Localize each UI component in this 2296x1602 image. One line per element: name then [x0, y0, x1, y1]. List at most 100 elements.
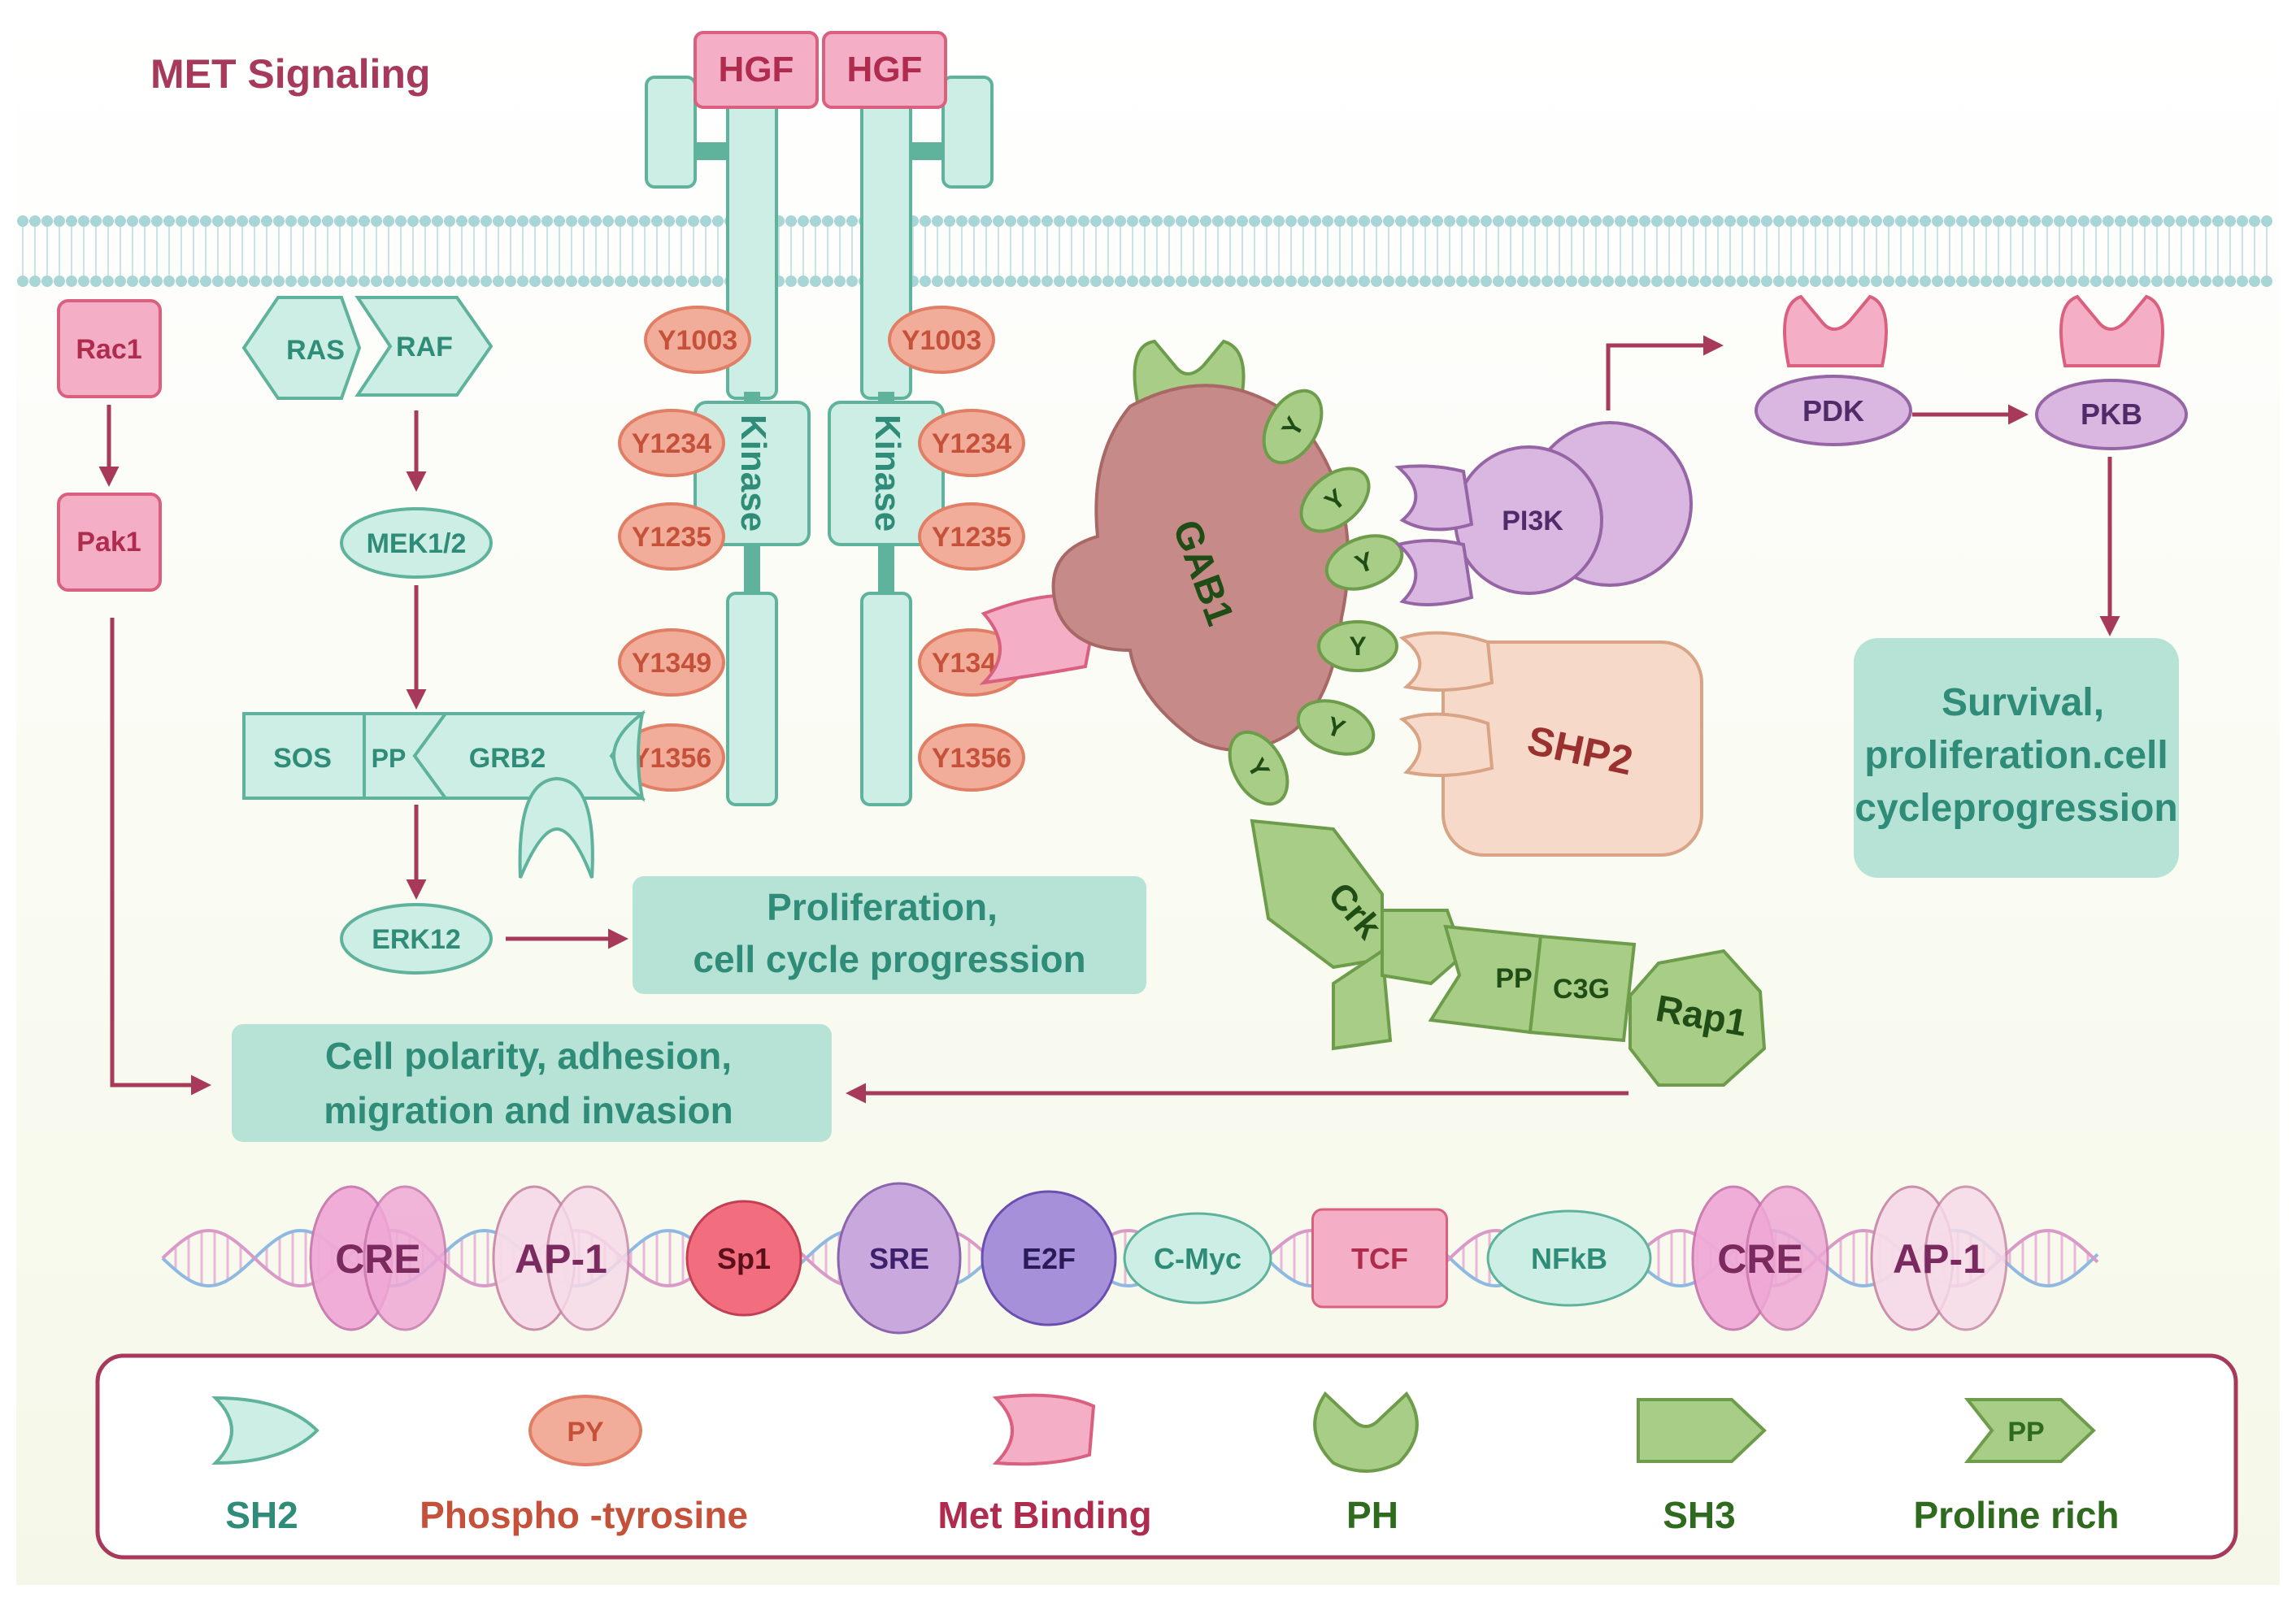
- outcome-proliferation: Proliferation, cell cycle progression: [633, 876, 1146, 994]
- py-site-right-0: Y1003: [888, 306, 995, 374]
- legend-ph-icon: [1313, 1391, 1419, 1473]
- svg-text:proliferation.cell: proliferation.cell: [1864, 734, 2168, 777]
- pak1-node: Pak1: [57, 493, 162, 592]
- tf-tcf-6: TCF: [1311, 1208, 1448, 1309]
- hgf-ligand-right: HGF: [822, 31, 947, 109]
- gab1-y-site-3: Y: [1317, 620, 1398, 672]
- svg-text:Y: Y: [1349, 632, 1366, 661]
- py-site-right-4: Y1356: [918, 723, 1025, 792]
- svg-text:Rac1: Rac1: [76, 334, 141, 365]
- sos-grb2-complex: SOS PP GRB2: [242, 710, 646, 879]
- svg-text:Survival,: Survival,: [1942, 681, 2104, 724]
- svg-text:Y1349: Y1349: [632, 648, 711, 679]
- hgf-ligand-left: HGF: [694, 31, 819, 109]
- tf-sre-3: SRE: [837, 1182, 962, 1335]
- outcome-polarity: Cell polarity, adhesion, migration and i…: [232, 1024, 832, 1142]
- tf-cre-0: CRE: [309, 1185, 447, 1331]
- legend: SH2 PY Phospho -tyrosine Met Binding PH …: [95, 1353, 2238, 1560]
- svg-text:AP-1: AP-1: [1893, 1236, 1985, 1282]
- svg-text:Proliferation,: Proliferation,: [767, 886, 998, 928]
- svg-text:PI3K: PI3K: [1502, 506, 1563, 536]
- tf-ap1-1: AP-1: [492, 1185, 630, 1331]
- svg-text:Y1003: Y1003: [902, 325, 981, 356]
- svg-text:MEK1/2: MEK1/2: [367, 528, 467, 559]
- py-site-left-3: Y1349: [618, 628, 725, 697]
- svg-text:Sp1: Sp1: [717, 1242, 771, 1275]
- svg-text:PP: PP: [372, 744, 407, 773]
- outcome-survival: Survival, proliferation.cell cycleprogre…: [1854, 638, 2179, 878]
- svg-text:RAS: RAS: [286, 335, 345, 366]
- svg-text:migration and invasion: migration and invasion: [324, 1089, 733, 1131]
- svg-text:PP: PP: [2007, 1417, 2044, 1448]
- svg-text:AP-1: AP-1: [515, 1236, 607, 1282]
- gab1-complex: GAB1: [979, 339, 1350, 752]
- svg-text:SOS: SOS: [273, 743, 332, 774]
- svg-text:Y1234: Y1234: [632, 428, 711, 459]
- transcription-factors: CRE AP-1 Sp1 SRE E2F C-Myc TCF NFkB CRE AP-1: [309, 1182, 2008, 1335]
- py-site-left-0: Y1003: [644, 306, 751, 374]
- legend-sh2-label: SH2: [225, 1494, 298, 1536]
- page-title: MET Signaling: [150, 51, 430, 97]
- svg-text:Y1235: Y1235: [932, 522, 1011, 553]
- rap1-node: Rap1: [1629, 949, 1767, 1087]
- svg-text:Cell polarity, adhesion,: Cell polarity, adhesion,: [325, 1035, 732, 1077]
- legend-py-icon: [528, 1395, 642, 1466]
- gab1-y-site-4: Y: [1296, 699, 1376, 756]
- tf-ap1-9: AP-1: [1870, 1185, 2008, 1331]
- c3g-node: PP C3G: [1428, 924, 1637, 1043]
- mek-node: MEK1/2: [340, 507, 493, 579]
- legend-sh3-icon: [1637, 1398, 1767, 1463]
- legend-ph-label: PH: [1346, 1494, 1398, 1536]
- svg-text:Y1356: Y1356: [932, 743, 1011, 774]
- pathway-arrows: [98, 335, 2120, 1104]
- gab1-y-site-2: Y: [1324, 534, 1404, 591]
- tf-nfkb-7: NFkB: [1486, 1209, 1652, 1307]
- tf-cre-8: CRE: [1691, 1185, 1829, 1331]
- tf-cmyc-5: C-Myc: [1123, 1212, 1272, 1305]
- tf-sp1-2: Sp1: [685, 1200, 802, 1317]
- py-site-left-4: Y1356: [618, 723, 725, 792]
- svg-text:Pak1: Pak1: [76, 527, 141, 558]
- svg-text:RAF: RAF: [396, 332, 453, 363]
- svg-text:NFkB: NFkB: [1531, 1242, 1607, 1275]
- svg-text:PY: PY: [567, 1417, 604, 1448]
- svg-text:C3G: C3G: [1553, 974, 1610, 1005]
- svg-text:HGF: HGF: [847, 50, 923, 89]
- legend-proline-icon: [1963, 1398, 2096, 1463]
- svg-text:CRE: CRE: [335, 1236, 421, 1282]
- svg-text:cell cycle progression: cell cycle progression: [693, 938, 1085, 980]
- crk-node: Crk: [1250, 818, 1466, 1051]
- svg-text:Y1003: Y1003: [658, 325, 737, 356]
- gab1-y-site-5: Y: [1228, 730, 1289, 806]
- svg-text:HGF: HGF: [719, 50, 794, 89]
- pi3k-node: PI3K: [1394, 421, 1693, 606]
- svg-text:TCF: TCF: [1351, 1242, 1408, 1275]
- gab1-y-site-1: Y: [1299, 467, 1371, 533]
- tf-e2f-4: E2F: [981, 1190, 1117, 1326]
- svg-text:PDK: PDK: [1802, 394, 1864, 428]
- met-receptor: [645, 76, 994, 806]
- svg-text:PP: PP: [1495, 963, 1532, 994]
- svg-text:ERK12: ERK12: [372, 924, 461, 955]
- svg-text:CRE: CRE: [1717, 1236, 1803, 1282]
- svg-text:SRE: SRE: [869, 1242, 929, 1275]
- svg-text:E2F: E2F: [1022, 1242, 1076, 1275]
- svg-text:Y1235: Y1235: [632, 522, 711, 553]
- rac1-node: Rac1: [57, 299, 162, 398]
- kinase-label-left: Kinase: [733, 415, 773, 532]
- py-site-left-2: Y1235: [618, 502, 725, 571]
- svg-text:Y1234: Y1234: [932, 428, 1011, 459]
- kinase-label-right: Kinase: [868, 415, 907, 532]
- legend-sh2-icon: [211, 1396, 320, 1465]
- legend-met-binding-label: Met Binding: [937, 1494, 1151, 1536]
- svg-text:Y1356: Y1356: [632, 743, 711, 774]
- legend-proline-label: Proline rich: [1913, 1494, 2119, 1536]
- legend-met-binding-icon: [992, 1393, 1096, 1466]
- shp2-node: SHP2: [1398, 631, 1703, 857]
- svg-text:cycleprogression: cycleprogression: [1855, 787, 2178, 830]
- pkb-node: PKB: [2035, 294, 2188, 450]
- cell-membrane: [17, 215, 2272, 287]
